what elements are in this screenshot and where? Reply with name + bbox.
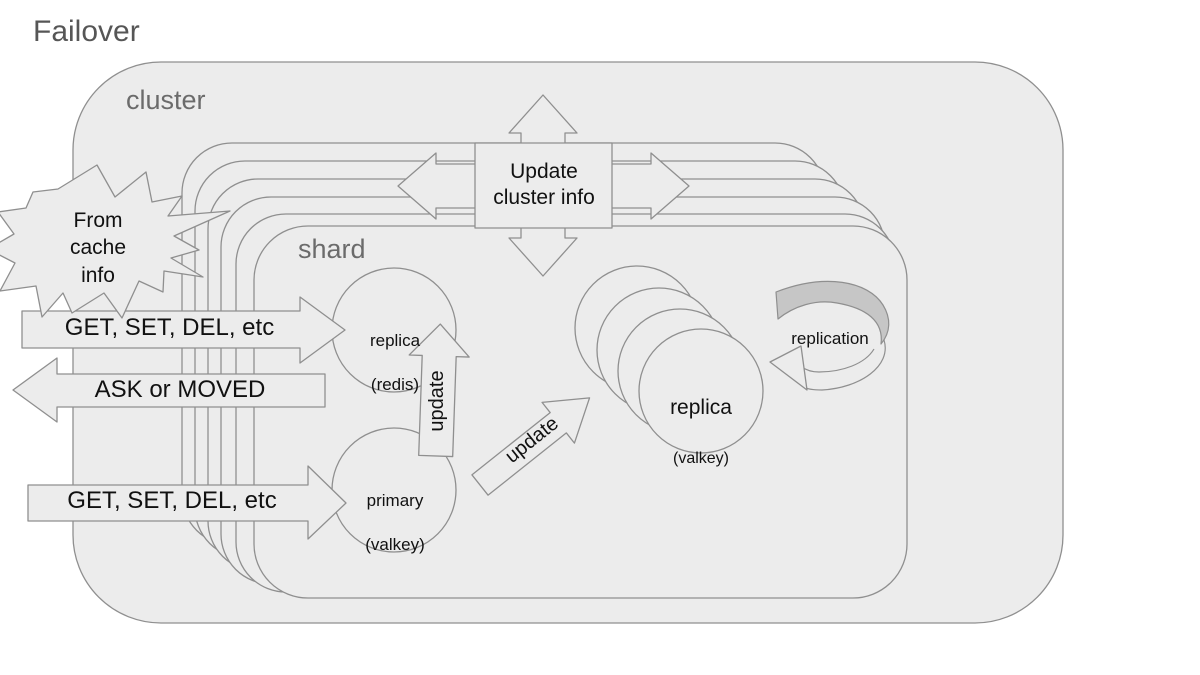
replica-redis-engine: (redis) xyxy=(370,375,420,395)
replication-arrowhead xyxy=(769,345,808,391)
quad-arrow-left-arm xyxy=(397,152,478,220)
update-vertical-arrow-shape xyxy=(408,323,470,458)
replication-label: replication xyxy=(791,329,869,348)
replica-valkey-label: replica (valkey) xyxy=(640,367,762,497)
update-diagonal-arrow-shape xyxy=(471,397,591,496)
replica-redis-label: replica (redis) xyxy=(334,308,456,418)
replica-valkey-name: replica xyxy=(670,396,732,420)
cache-info-burst-shape xyxy=(0,164,231,319)
ask-or-moved-arrow xyxy=(12,357,326,423)
replica-valkey-engine: (valkey) xyxy=(672,449,729,467)
cache-info-burst-label: From cache info xyxy=(69,209,127,287)
primary-valkey-label: primary (valkey) xyxy=(334,468,456,578)
replication-loop-inner-edge xyxy=(801,348,875,373)
replica-valkey-circle-front xyxy=(638,328,764,454)
update-diagonal-arrow xyxy=(471,397,591,496)
ask-or-moved-label: ASK or MOVED xyxy=(94,376,266,403)
primary-valkey-name: primary xyxy=(366,491,424,511)
update-cluster-info-label: Update cluster info xyxy=(493,160,595,210)
replication-band xyxy=(775,280,890,345)
get-set-del-top-label: GET, SET, DEL, etc xyxy=(64,314,275,341)
get-set-del-top-arrow xyxy=(21,296,346,364)
shard-label: shard xyxy=(298,234,366,264)
replication-loop-outer-edge xyxy=(803,339,886,391)
replica-valkey-circle-stack xyxy=(574,265,764,454)
replica-redis-name: replica xyxy=(369,331,421,351)
quad-arrow-right-arm xyxy=(609,152,690,220)
get-set-del-bottom-arrow xyxy=(27,465,347,540)
replication-loop-arrow xyxy=(769,280,890,391)
primary-valkey-engine: (valkey) xyxy=(365,535,425,555)
update-vertical-arrow xyxy=(408,323,470,458)
quad-arrow-center-box xyxy=(474,142,613,229)
get-set-del-bottom-label: GET, SET, DEL, etc xyxy=(67,487,277,514)
update-cluster-info-quad-arrow xyxy=(397,94,690,277)
diagram-title: Failover xyxy=(33,15,140,48)
update-vertical-label: update xyxy=(426,370,448,432)
cluster-label: cluster xyxy=(126,85,206,115)
